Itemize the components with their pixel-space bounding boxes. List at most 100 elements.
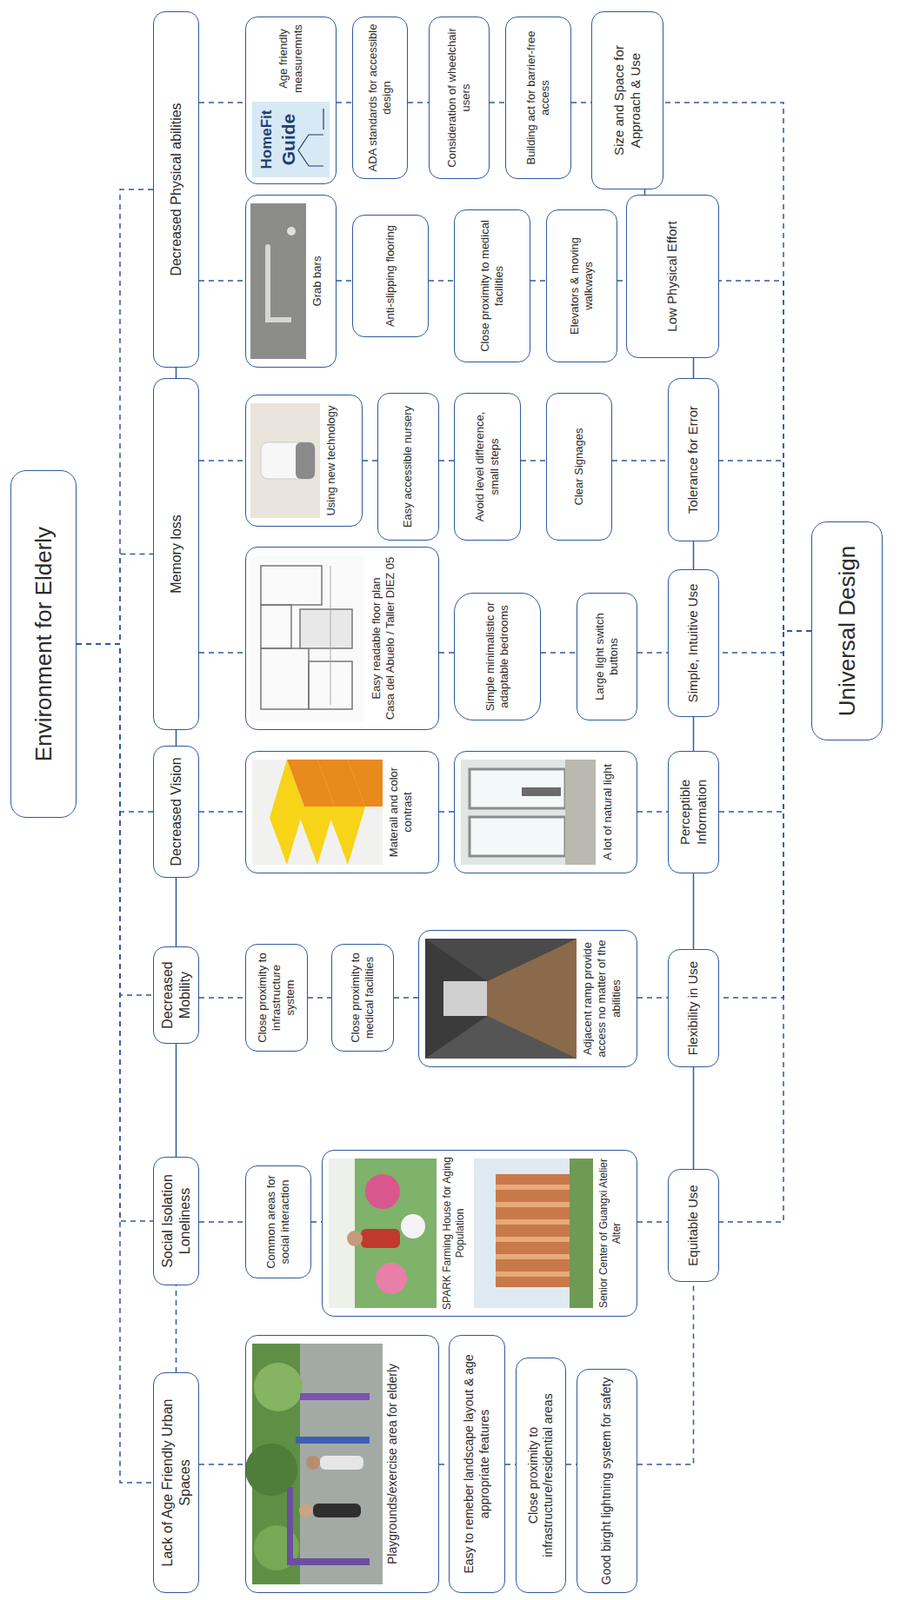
node-text: Playgrounds/exercise area for elderly: [385, 1364, 401, 1566]
feature-box: Avoid level difference, small steps: [453, 393, 521, 541]
connector: [719, 631, 812, 654]
universal-box: Universal Design: [811, 521, 883, 741]
connector: [199, 280, 246, 282]
node-text: Easy accessible nursery: [400, 406, 415, 528]
photo-riser: [347, 760, 383, 807]
photo-post: [286, 1559, 370, 1567]
connector: [637, 811, 668, 814]
photo-person: [320, 1456, 364, 1471]
floor-plan-drawing: [250, 555, 366, 722]
photo-bar: [286, 1487, 294, 1567]
feature-box: Simple minimalistic or adaptable bedroom…: [453, 593, 541, 721]
category-box: Decreased Mobility: [153, 946, 200, 1045]
node-text: Casa del Abuelo / Taller DIEZ 05: [383, 557, 398, 721]
smart-speaker-photo: [250, 403, 320, 519]
connector: [76, 644, 154, 996]
photo-person: [346, 1231, 363, 1247]
photo-flower: [400, 1214, 426, 1240]
node-text: Lack of Age Friendly Urban Spaces: [159, 1380, 194, 1587]
node-text: Using new technology: [324, 405, 339, 516]
connector: [693, 873, 695, 950]
feature-box: Good birght lightning system for safety: [576, 1369, 638, 1594]
node-text: Easy readable floor plan: [369, 577, 384, 700]
connector: [693, 541, 695, 570]
playground-photo: [245, 1344, 383, 1586]
logo-house: [298, 134, 324, 167]
node-text: Memory loss: [167, 514, 186, 594]
principle-box: Perceptible Information: [667, 751, 720, 874]
photo-bg: [250, 555, 366, 722]
connector: [663, 102, 812, 632]
node-text: Close proximity to infrastructure/reside…: [526, 1365, 557, 1587]
connector: [530, 280, 547, 282]
feature-box: Large light switch buttons: [576, 593, 638, 721]
photo-bg: [250, 403, 320, 519]
connector: [693, 1067, 695, 1170]
node-text: Grab bars: [310, 256, 325, 307]
node-text: Large light switch buttons: [593, 600, 622, 714]
node-text: Good birght lightning system for safety: [599, 1378, 615, 1587]
feature-box: Easy to remeber landscape layout & age a…: [448, 1335, 506, 1594]
node-text: Materail and color contrast: [386, 758, 416, 867]
photo-person: [360, 1229, 400, 1249]
node-text: Decreased Physical abilities: [167, 102, 186, 276]
plan-room: [260, 566, 322, 606]
node-text: Adjacent ramp provide access no matter o…: [580, 937, 624, 1061]
principle-box: Equitable Use: [667, 1169, 720, 1283]
feature-box: Elevators & moving walkways: [546, 209, 618, 363]
grab-bar-photo: [250, 203, 307, 360]
node-text: Equitable Use: [685, 1185, 702, 1267]
category-box: Lack of Age Friendly Urban Spaces: [153, 1373, 200, 1594]
node-text: Elevators & moving walkways: [567, 216, 597, 356]
principle-box: Flexibility in Use: [667, 949, 720, 1068]
connector: [76, 554, 154, 646]
connector: [76, 644, 154, 1484]
feature-box: Common areas for social interaction: [245, 1166, 312, 1280]
photo-bg: [425, 939, 577, 1060]
photo-card: Easy readable floor planCasa del Abuelo …: [245, 546, 440, 731]
connector: [719, 631, 812, 999]
photo-card: Materail and color contrast: [245, 751, 440, 874]
node-text: Flexibility in Use: [685, 961, 702, 1056]
photo-building: [495, 1174, 574, 1288]
photo-wall: [250, 203, 307, 360]
photo-person: [299, 1504, 314, 1519]
photo-card: Grab bars: [245, 194, 337, 368]
connector: [571, 101, 592, 104]
photo-card: SPARK Farming House for Aging Population…: [321, 1150, 638, 1318]
photo-fin: [495, 1220, 574, 1226]
node-text: Close proximity to medical facilities: [348, 951, 378, 1046]
photo-fin: [495, 1254, 574, 1260]
photo-fin: [495, 1185, 574, 1191]
node-text: Social Isolation Loneliness: [159, 1164, 194, 1280]
connector: [199, 460, 246, 462]
connector: [489, 101, 506, 104]
connector: [393, 997, 419, 1000]
ramp-photo: [425, 939, 577, 1060]
connector: [719, 631, 812, 1223]
feature-box: Building act for barrier-free access: [505, 16, 572, 180]
connector: [428, 280, 454, 282]
connector: [199, 811, 246, 814]
photo-bar: [265, 244, 271, 323]
connector: [612, 460, 668, 462]
photo-wall: [425, 939, 577, 982]
photo-sky: [473, 1159, 594, 1309]
principle-box: Tolerance for Error: [667, 378, 720, 542]
plan-room: [260, 648, 309, 710]
node-text: Simple minimalistic or adaptable bedroom…: [483, 600, 513, 714]
logo-text: Guide: [278, 101, 299, 178]
photo-wall: [425, 1016, 577, 1060]
connector: [407, 101, 429, 104]
node-text: Building act for barrier-free access: [524, 23, 554, 173]
node-text: Clear Signages: [572, 428, 587, 507]
natural-light-photo: [460, 760, 596, 866]
feature-box: Close proximity to infrastructure system: [245, 944, 308, 1053]
logo-text: HomeFit: [259, 101, 276, 178]
photo-post: [300, 1393, 370, 1401]
connector: [199, 1221, 246, 1224]
node-text: Common areas for social interaction: [264, 1173, 294, 1273]
photo-card: Adjacent ramp provide access no matter o…: [418, 930, 638, 1068]
